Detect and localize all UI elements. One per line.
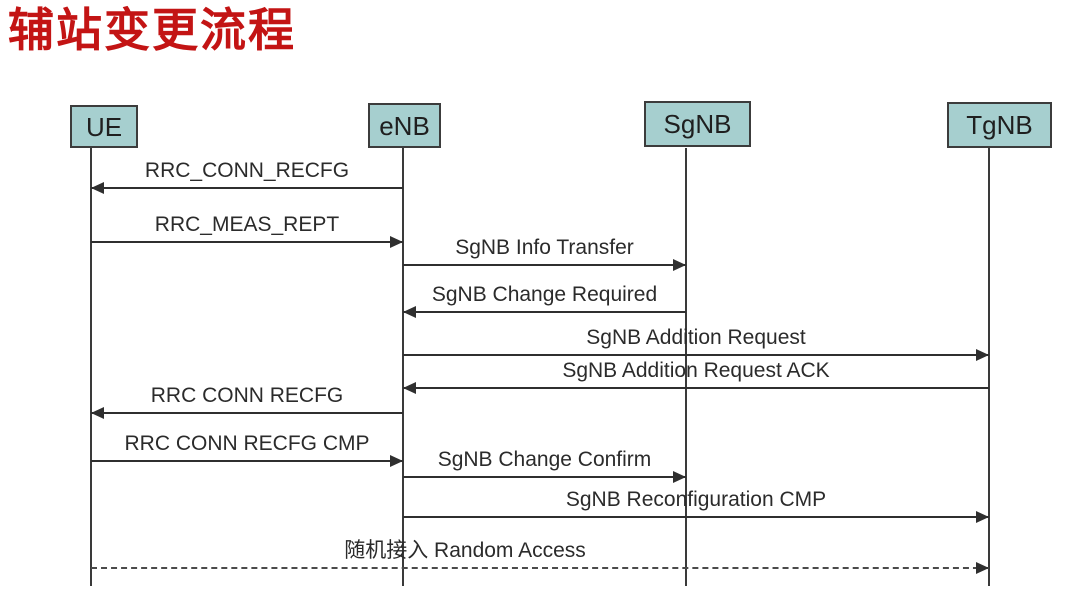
lifeline-SgNB	[685, 148, 687, 586]
actor-UE: UE	[70, 105, 138, 148]
message-line-10	[91, 567, 989, 569]
actor-label-eNB: eNB	[379, 110, 430, 141]
message-label-7: RRC CONN RECFG CMP	[124, 432, 370, 455]
message-line-6	[91, 412, 403, 414]
message-label-0: RRC_CONN_RECFG	[144, 159, 350, 182]
actor-label-UE: UE	[85, 111, 123, 142]
lifeline-UE	[90, 148, 92, 586]
message-line-4	[403, 354, 989, 356]
message-line-0	[91, 187, 403, 189]
message-label-4: SgNB Addition Request	[586, 326, 806, 349]
lifeline-TgNB	[988, 148, 990, 586]
actor-label-SgNB: SgNB	[663, 109, 732, 139]
actor-SgNB: SgNB	[644, 101, 751, 147]
message-label-2: SgNB Info Transfer	[455, 236, 634, 259]
arrow-head-icon-9	[976, 511, 989, 523]
actor-eNB: eNB	[368, 103, 441, 148]
arrow-head-icon-2	[673, 259, 686, 271]
message-line-7	[91, 460, 403, 462]
arrow-head-icon-7	[390, 455, 403, 467]
message-line-9	[403, 516, 989, 518]
page-title: 辅站变更流程	[8, 4, 296, 56]
arrow-head-icon-10	[976, 562, 989, 574]
message-label-6: RRC CONN RECFG	[150, 384, 344, 407]
arrow-head-icon-0	[91, 182, 104, 194]
message-label-9: SgNB Reconfiguration CMP	[565, 488, 827, 511]
arrow-head-icon-3	[403, 306, 416, 318]
actor-TgNB: TgNB	[947, 102, 1052, 148]
arrow-head-icon-8	[673, 471, 686, 483]
message-label-8: SgNB Change Confirm	[437, 448, 652, 471]
message-label-10: 随机接入 Random Access	[344, 539, 586, 562]
message-line-1	[91, 241, 403, 243]
message-line-2	[403, 264, 686, 266]
message-label-1: RRC_MEAS_REPT	[154, 213, 340, 236]
lifeline-eNB	[402, 148, 404, 586]
arrow-head-icon-6	[91, 407, 104, 419]
message-line-5	[403, 387, 989, 389]
message-label-5: SgNB Addition Request ACK	[562, 359, 830, 382]
message-label-3: SgNB Change Required	[431, 283, 658, 306]
actor-label-TgNB: TgNB	[966, 110, 1033, 140]
arrow-head-icon-4	[976, 349, 989, 361]
arrow-head-icon-1	[390, 236, 403, 248]
arrow-head-icon-5	[403, 382, 416, 394]
message-line-8	[403, 476, 686, 478]
message-line-3	[403, 311, 686, 313]
